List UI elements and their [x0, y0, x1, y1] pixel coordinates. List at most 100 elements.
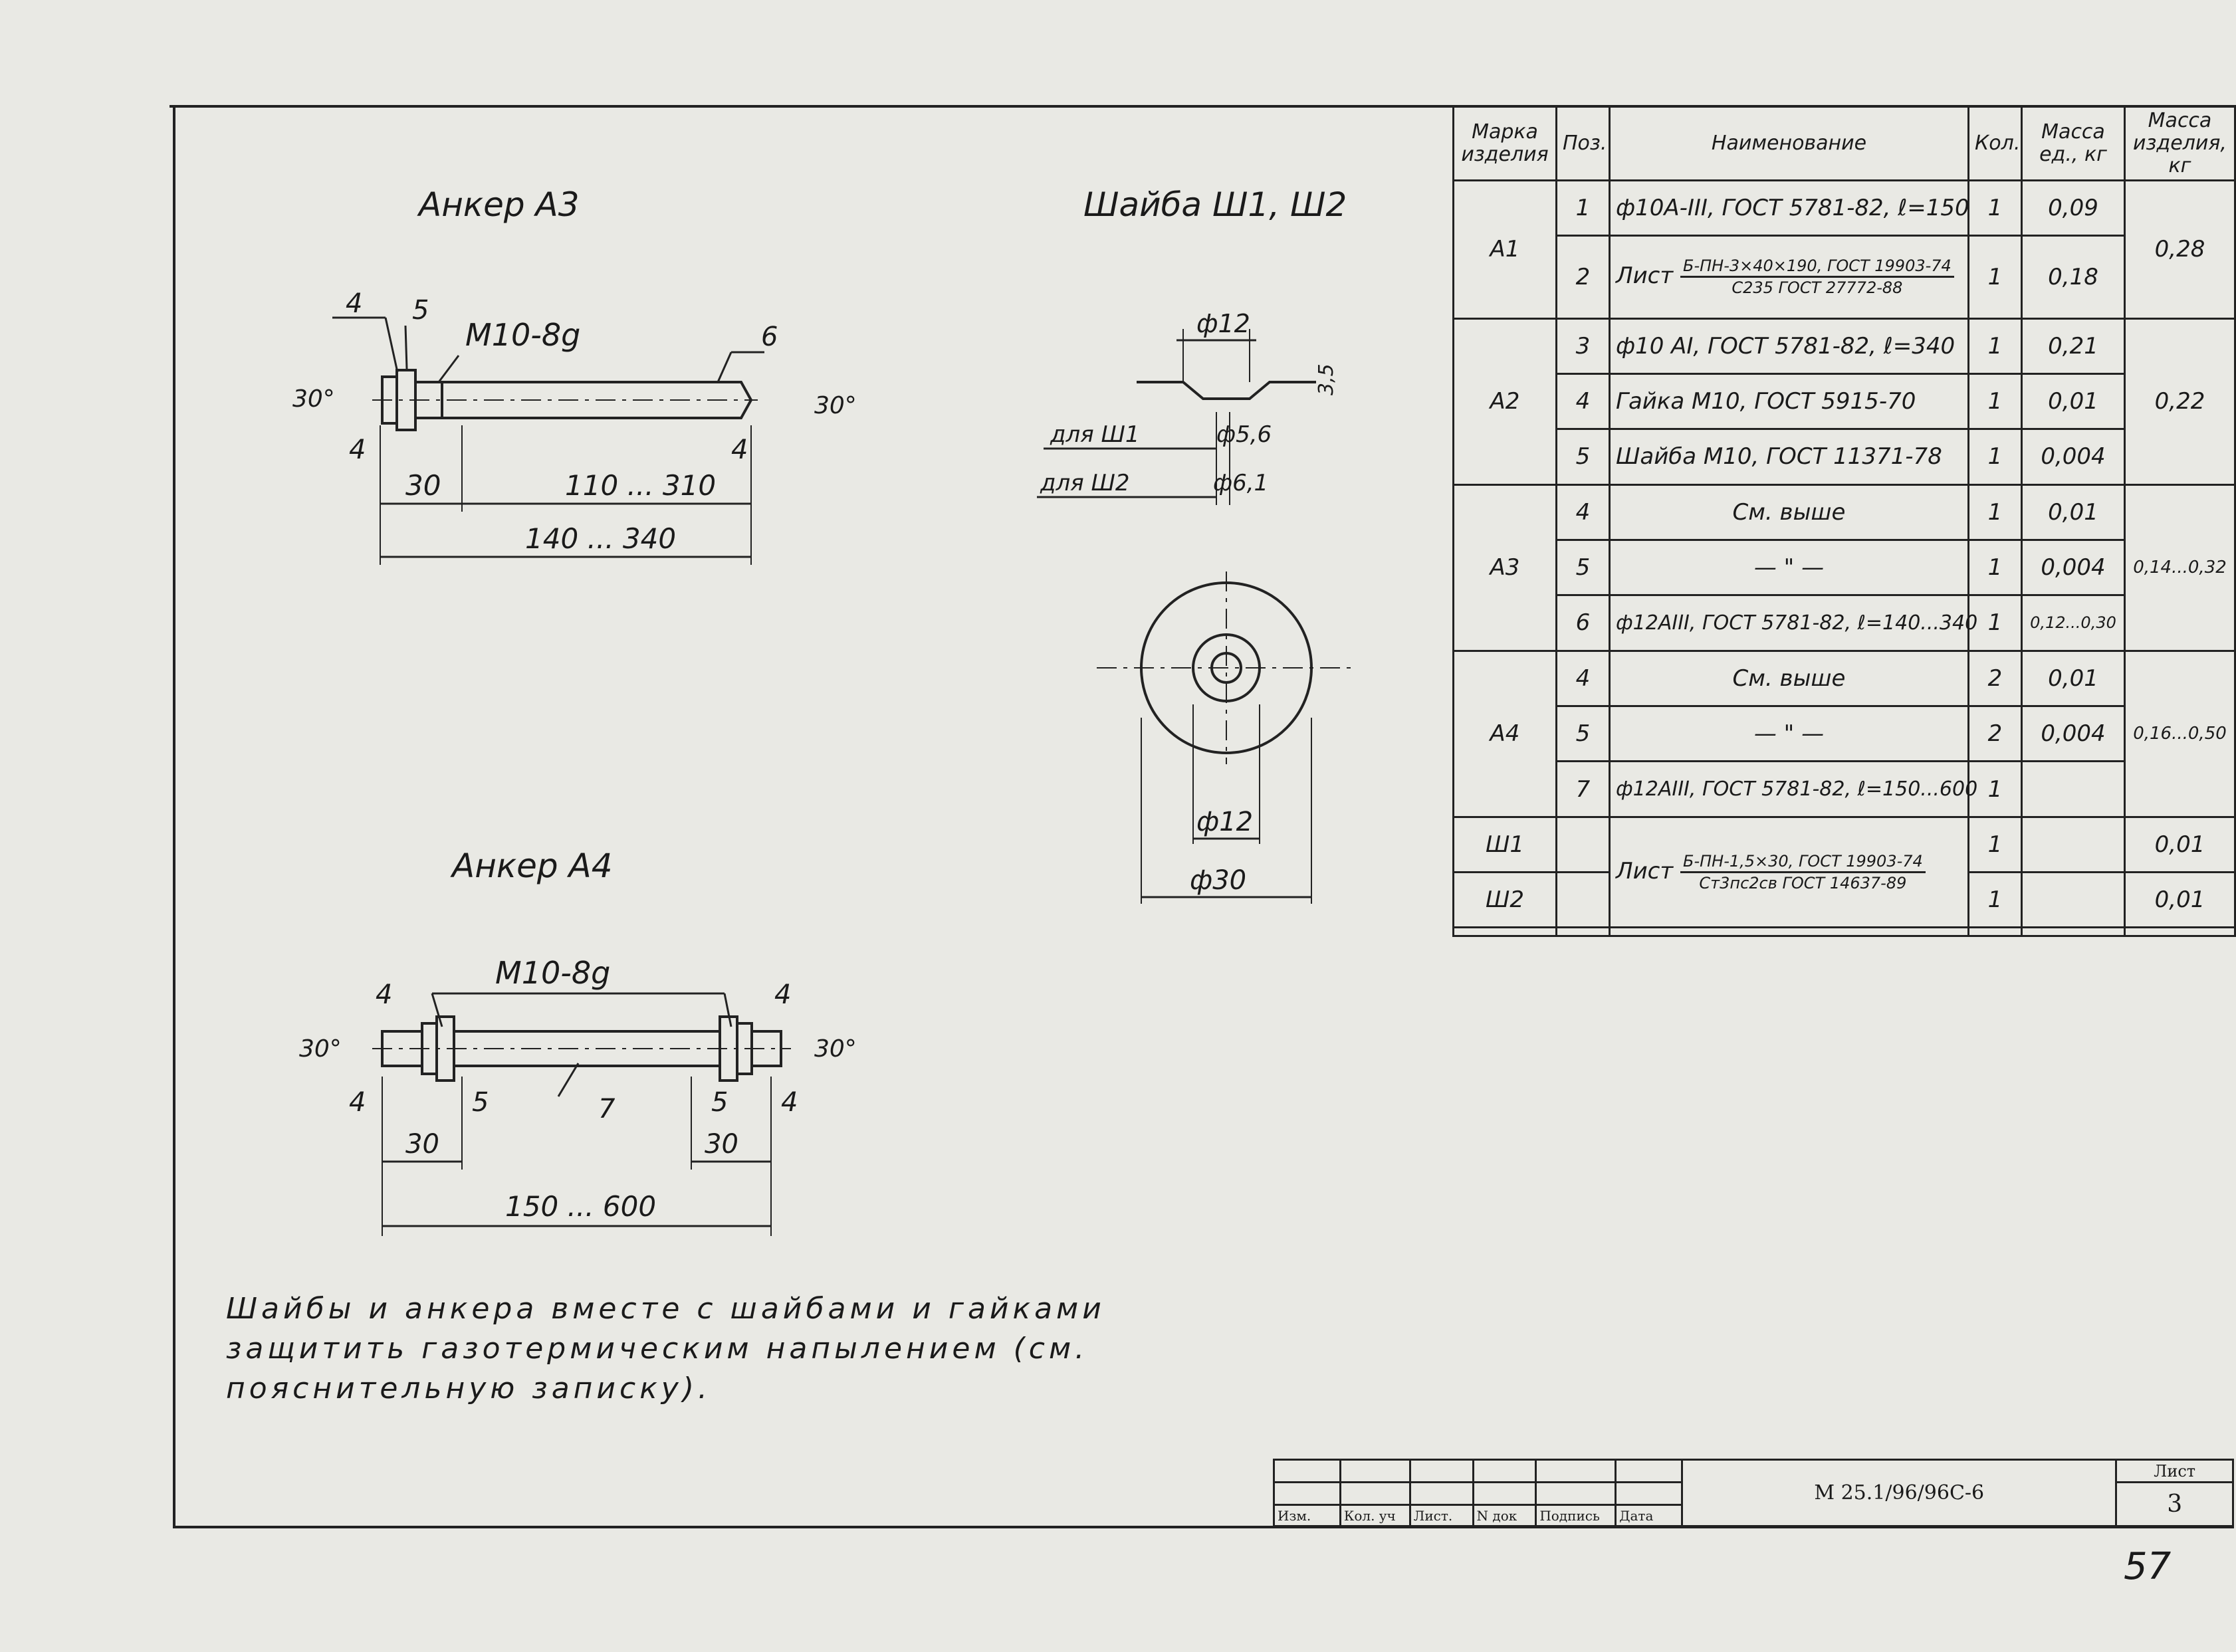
spec-unit-mass: 0,004	[2021, 705, 2126, 763]
spec-name: ф12АIII, ГОСТ 5781-82, ℓ=140...340	[1609, 594, 1977, 652]
a4-angle-left: 30°	[299, 1035, 342, 1063]
a4-label-4-right: 4	[781, 1087, 798, 1118]
spec-unit-mass	[2021, 760, 2126, 818]
a3-rod	[441, 381, 753, 419]
a4-label-pos4-left: 4	[376, 980, 392, 1010]
spec-mark: А3	[1452, 483, 1557, 652]
washer-title: Шайба Ш1, Ш2	[1083, 185, 1347, 224]
spec-name: Гайка М10, ГОСТ 5915-70	[1609, 372, 1969, 431]
stamp-col-izm: Изм.	[1273, 1504, 1341, 1527]
spec-name: Шайба М10, ГОСТ 11371-78	[1609, 428, 1969, 486]
spec-row: А2 3 ф10 АI, ГОСТ 5781-82, ℓ=340 1 0,21 …	[1452, 317, 2236, 486]
spec-pos: 1	[1555, 179, 1611, 237]
spec-pos: 7	[1555, 760, 1611, 818]
spec-row: Ш2 1 0,01	[1452, 871, 2236, 929]
stamp-col-list: Лист.	[1408, 1504, 1474, 1527]
spec-unit-mass: 0,004	[2021, 538, 2126, 597]
spec-name: — " —	[1609, 538, 1969, 597]
a4-label-thread: М10-8g	[495, 955, 610, 991]
stamp-col-podpis: Подпись	[1535, 1504, 1617, 1527]
washer-label-phi12-bottom: ф12	[1196, 807, 1253, 837]
spec-name: См. выше	[1609, 649, 1969, 708]
specification-table: Марка изделия Поз. Наименование Кол. Мас…	[1452, 105, 2236, 937]
a3-label-pos5: 5	[412, 295, 429, 326]
spec-qty: 1	[1967, 235, 2023, 320]
title-block: М 25.1/96/96С-6 Лист 3 Изм. Кол. уч Лист…	[1273, 1459, 2234, 1527]
stamp-col-data: Дата	[1615, 1504, 1684, 1527]
spec-header-total-mass: Масса изделия, кг	[2124, 105, 2236, 181]
spec-row: 5 Шайба М10, ГОСТ 11371-78 1 0,004	[1454, 428, 2235, 486]
washer-label-phi30: ф30	[1190, 865, 1246, 896]
a4-label-5-left: 5	[472, 1087, 489, 1118]
washer-label-sh1: для Ш1	[1050, 421, 1140, 448]
spec-header-qty: Кол.	[1967, 105, 2023, 181]
spec-qty: 1	[1967, 538, 2023, 597]
spec-unit-mass: 0,01	[2021, 372, 2126, 431]
a4-label-pos4-right: 4	[774, 980, 791, 1010]
spec-qty: 1	[1967, 372, 2023, 431]
washer-label-phi12-top: ф12	[1196, 309, 1250, 338]
spec-unit-mass: 0,21	[2021, 317, 2126, 375]
spec-row: 6 ф12АIII, ГОСТ 5781-82, ℓ=140...340 1 0…	[1454, 594, 2235, 652]
spec-mark: Ш2	[1452, 871, 1557, 929]
washer-label-phi56: ф5,6	[1216, 421, 1272, 448]
spec-pos: 4	[1555, 483, 1611, 541]
spec-header-name: Наименование	[1609, 105, 1969, 181]
spec-unit-mass	[2021, 871, 2126, 929]
spec-row: 4 Гайка М10, ГОСТ 5915-70 1 0,01	[1454, 372, 2235, 431]
spec-header-unit-mass: Масса ед., кг	[2021, 105, 2126, 181]
a4-angle-right: 30°	[814, 1035, 857, 1063]
washer-label-height: 3,5	[1315, 363, 1338, 395]
spec-qty: 2	[1967, 649, 2023, 708]
washer-label-sh2: для Ш2	[1040, 470, 1130, 496]
spec-unit-mass: 0,004	[2021, 428, 2126, 486]
spec-qty: 2	[1967, 705, 2023, 763]
spec-pos: 5	[1555, 705, 1611, 763]
spec-pos: 2	[1555, 235, 1611, 320]
spec-pos: 4	[1555, 649, 1611, 708]
spec-pos: 5	[1555, 428, 1611, 486]
spec-qty: 1	[1967, 179, 2023, 237]
spec-header-row: Марка изделия Поз. Наименование Кол. Мас…	[1452, 105, 2236, 181]
a3-label-4-left: 4	[349, 435, 366, 465]
coating-note: Шайбы и анкера вместе с шайбами и гайкам…	[226, 1292, 1105, 1405]
spec-header-mark: Марка изделия	[1452, 105, 1557, 181]
anchor-a4-title: Анкер А4	[450, 847, 613, 885]
spec-pos: 5	[1555, 538, 1611, 597]
sheet-label: Лист	[2115, 1459, 2234, 1483]
a3-angle-right: 30°	[814, 392, 857, 419]
a3-dim-30: 30	[405, 469, 441, 502]
a4-dim-150-600: 150 ... 600	[505, 1190, 656, 1223]
spec-qty: 1	[1967, 428, 2023, 486]
spec-total-mass: 0,01	[2124, 815, 2236, 874]
spec-pos	[1555, 871, 1611, 929]
spec-mark: Ш1	[1452, 815, 1557, 874]
spec-name: ф10А-III, ГОСТ 5781-82, ℓ=150	[1609, 179, 1969, 237]
spec-unit-mass: 0,18	[2021, 235, 2126, 320]
spec-total-mass: 0,28	[2124, 179, 2236, 320]
spec-name-prefix: Лист	[1616, 262, 1674, 290]
spec-qty: 1	[1967, 594, 2023, 652]
a4-label-5-right: 5	[711, 1087, 728, 1118]
spec-pos: 6	[1555, 594, 1611, 652]
spec-header-pos: Поз.	[1555, 105, 1611, 181]
a3-dim-110-310: 110 ... 310	[565, 469, 716, 502]
anchor-a3-drawing: Анкер А3 4 5 М10-8g 6 30° 30° 4 4	[292, 185, 857, 565]
spec-pos: 3	[1555, 317, 1611, 375]
spec-unit-mass: 0,12...0,30	[2021, 594, 2126, 652]
washer-label-phi61: ф6,1	[1213, 470, 1268, 496]
washer-profile	[1137, 381, 1316, 400]
spec-qty: 1	[1967, 871, 2023, 929]
page-mark: 57	[2124, 1545, 2172, 1588]
washer-drawing: Шайба Ш1, Ш2 ф12 3,5 для Ш1 ф5,6 для Ш2 …	[1037, 185, 1356, 904]
spec-name: См. выше	[1609, 483, 1969, 541]
stamp-col-n-dok: N док	[1472, 1504, 1537, 1527]
spec-row: 5 — " — 1 0,004	[1454, 538, 2235, 597]
spec-pos	[1555, 815, 1611, 874]
a4-dim-30-left: 30	[405, 1129, 439, 1160]
spec-total-mass: 0,01	[2124, 871, 2236, 929]
